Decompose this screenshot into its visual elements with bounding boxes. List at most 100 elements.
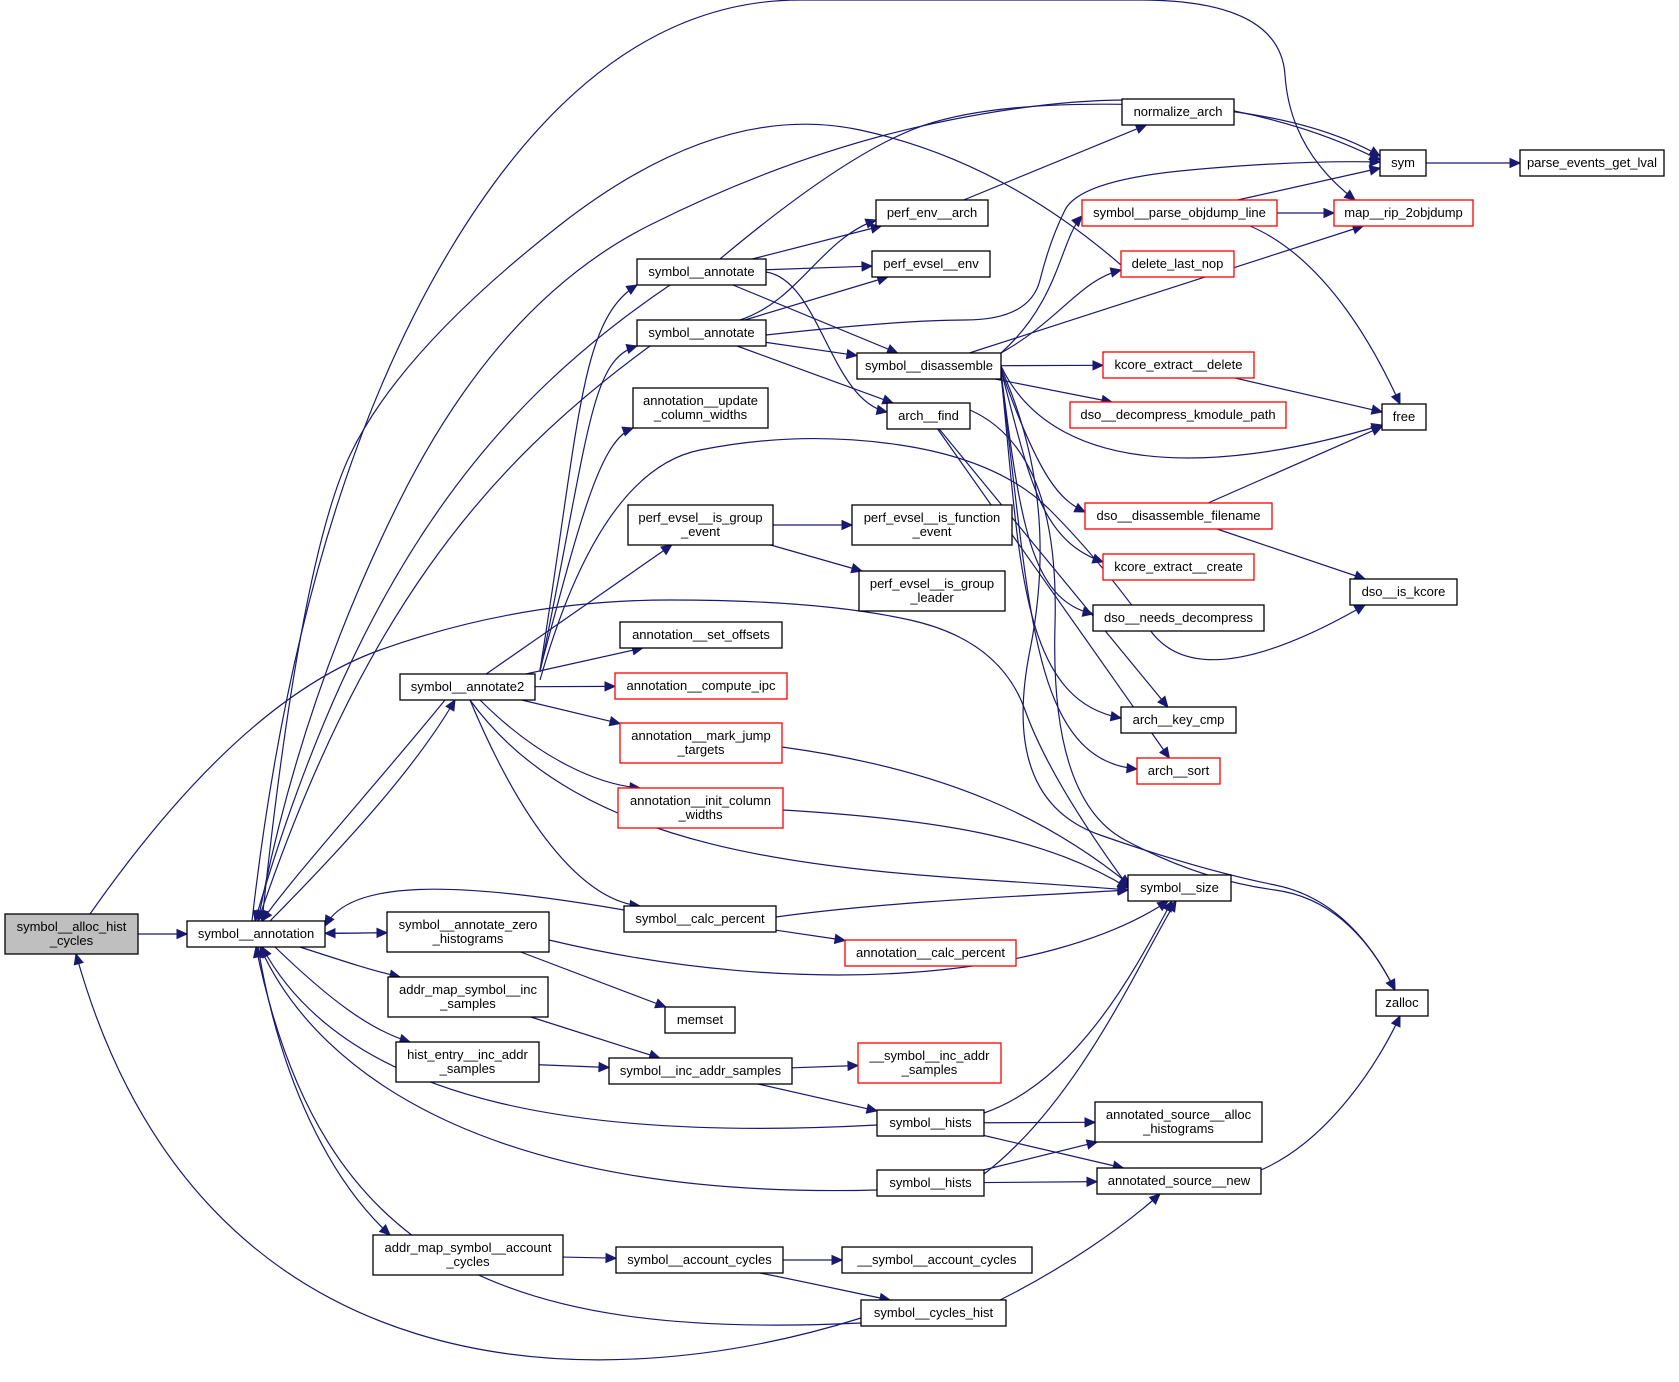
graph-node-perf-evsel-is-function-event[interactable]: perf_evsel__is_function_event bbox=[851, 504, 1013, 546]
graph-node-symbol-annotate[interactable]: symbol__annotate bbox=[636, 319, 767, 347]
node-box[interactable] bbox=[619, 722, 783, 764]
node-box[interactable] bbox=[1127, 874, 1232, 902]
node-box[interactable] bbox=[399, 673, 536, 701]
graph-node-parse-events-get-lval[interactable]: parse_events_get_lval bbox=[1519, 149, 1665, 177]
node-box[interactable] bbox=[841, 1246, 1033, 1274]
graph-node-annotation-update-column-widths[interactable]: annotation__update_column_widths bbox=[632, 387, 769, 429]
graph-node-annotation-set-offsets[interactable]: annotation__set_offsets bbox=[619, 621, 783, 649]
graph-node-perf-evsel-env[interactable]: perf_evsel__env bbox=[871, 250, 991, 278]
graph-node-symbol-hists[interactable]: symbol__hists bbox=[876, 1109, 985, 1137]
graph-node-annotation-calc-percent[interactable]: annotation__calc_percent bbox=[844, 939, 1017, 967]
graph-node-symbol-annotate-zero-histograms[interactable]: symbol__annotate_zero_histograms bbox=[386, 911, 550, 953]
node-box[interactable] bbox=[623, 905, 777, 933]
graph-node-sym[interactable]: sym bbox=[1379, 149, 1427, 177]
node-box[interactable] bbox=[1081, 199, 1278, 227]
graph-node-symbol-cycles-hist[interactable]: symbol__cycles_hist bbox=[860, 1299, 1007, 1327]
node-box[interactable] bbox=[856, 352, 1002, 380]
graph-node-annotation-compute-ipc[interactable]: annotation__compute_ipc bbox=[614, 672, 788, 700]
node-box[interactable] bbox=[664, 1006, 736, 1034]
graph-node-symbol-inc-addr-samples[interactable]: __symbol__inc_addr_samples bbox=[857, 1042, 1002, 1084]
graph-node-arch-sort[interactable]: arch__sort bbox=[1136, 757, 1221, 785]
graph-node-arch-find[interactable]: arch__find bbox=[886, 402, 971, 430]
graph-node-free[interactable]: free bbox=[1381, 403, 1427, 431]
graph-node-annotated-source-alloc-histograms[interactable]: annotated_source__alloc_histograms bbox=[1094, 1101, 1263, 1143]
node-box[interactable] bbox=[186, 920, 326, 948]
graph-node-symbol-calc-percent[interactable]: symbol__calc_percent bbox=[623, 905, 777, 933]
graph-node-addr-map-symbol-inc-samples[interactable]: addr_map_symbol__inc_samples bbox=[387, 976, 549, 1018]
node-box[interactable] bbox=[1349, 578, 1458, 606]
node-box[interactable] bbox=[636, 258, 767, 286]
graph-node-addr-map-symbol-account-cycles[interactable]: addr_map_symbol__account_cycles bbox=[372, 1234, 564, 1276]
graph-node-symbol-account-cycles[interactable]: __symbol__account_cycles bbox=[841, 1246, 1033, 1274]
graph-node-hist-entry-inc-addr-samples[interactable]: hist_entry__inc_addr_samples bbox=[395, 1041, 540, 1083]
node-box[interactable] bbox=[860, 1299, 1007, 1327]
node-box[interactable] bbox=[1519, 149, 1665, 177]
graph-node-symbol-account-cycles[interactable]: symbol__account_cycles bbox=[615, 1246, 784, 1274]
graph-node-symbol-disassemble[interactable]: symbol__disassemble bbox=[856, 352, 1002, 380]
graph-node-symbol-annotate[interactable]: symbol__annotate bbox=[636, 258, 767, 286]
node-box[interactable] bbox=[1102, 351, 1255, 379]
graph-node-perf-env-arch[interactable]: perf_env__arch bbox=[875, 199, 989, 227]
graph-node-delete-last-nop[interactable]: delete_last_nop bbox=[1120, 250, 1235, 278]
node-box[interactable] bbox=[627, 504, 774, 546]
graph-node-map-rip-2objdump[interactable]: map__rip_2objdump bbox=[1333, 199, 1474, 227]
graph-node-kcore-extract-delete[interactable]: kcore_extract__delete bbox=[1102, 351, 1255, 379]
graph-node-symbol-hists[interactable]: symbol__hists bbox=[876, 1169, 985, 1197]
node-box[interactable] bbox=[614, 672, 788, 700]
graph-node-symbol-alloc-hist-cycles[interactable]: symbol__alloc_hist_cycles bbox=[4, 913, 139, 955]
node-box[interactable] bbox=[875, 199, 989, 227]
node-box[interactable] bbox=[851, 504, 1013, 546]
node-box[interactable] bbox=[858, 570, 1006, 612]
graph-node-annotated-source-new[interactable]: annotated_source__new bbox=[1096, 1167, 1262, 1195]
node-box[interactable] bbox=[1121, 98, 1235, 126]
node-box[interactable] bbox=[1069, 401, 1287, 429]
graph-node-symbol-parse-objdump-line[interactable]: symbol__parse_objdump_line bbox=[1081, 199, 1278, 227]
node-box[interactable] bbox=[636, 319, 767, 347]
node-box[interactable] bbox=[386, 911, 550, 953]
graph-node-symbol-inc-addr-samples[interactable]: symbol__inc_addr_samples bbox=[608, 1057, 793, 1085]
node-box[interactable] bbox=[844, 939, 1017, 967]
graph-node-arch-key-cmp[interactable]: arch__key_cmp bbox=[1120, 706, 1237, 734]
graph-node-kcore-extract-create[interactable]: kcore_extract__create bbox=[1102, 553, 1255, 581]
node-box[interactable] bbox=[395, 1041, 540, 1083]
graph-node-annotation-init-column-widths[interactable]: annotation__init_column_widths bbox=[617, 787, 784, 829]
node-box[interactable] bbox=[372, 1234, 564, 1276]
node-box[interactable] bbox=[1092, 604, 1265, 632]
node-box[interactable] bbox=[632, 387, 769, 429]
node-box[interactable] bbox=[608, 1057, 793, 1085]
node-box[interactable] bbox=[876, 1109, 985, 1137]
node-box[interactable] bbox=[1379, 149, 1427, 177]
graph-node-symbol-annotate2[interactable]: symbol__annotate2 bbox=[399, 673, 536, 701]
node-box[interactable] bbox=[1120, 706, 1237, 734]
node-box[interactable] bbox=[1102, 553, 1255, 581]
graph-node-annotation-mark-jump-targets[interactable]: annotation__mark_jump_targets bbox=[619, 722, 783, 764]
node-box[interactable] bbox=[1096, 1167, 1262, 1195]
graph-node-dso-is-kcore[interactable]: dso__is_kcore bbox=[1349, 578, 1458, 606]
node-box[interactable] bbox=[1375, 989, 1429, 1017]
node-box[interactable] bbox=[1381, 403, 1427, 431]
node-box[interactable] bbox=[617, 787, 784, 829]
graph-node-perf-evsel-is-group-event[interactable]: perf_evsel__is_group_event bbox=[627, 504, 774, 546]
graph-node-perf-evsel-is-group-leader[interactable]: perf_evsel__is_group_leader bbox=[858, 570, 1006, 612]
node-box[interactable] bbox=[1136, 757, 1221, 785]
node-box[interactable] bbox=[619, 621, 783, 649]
graph-node-dso-needs-decompress[interactable]: dso__needs_decompress bbox=[1092, 604, 1265, 632]
graph-node-dso-decompress-kmodule-path[interactable]: dso__decompress_kmodule_path bbox=[1069, 401, 1287, 429]
graph-node-symbol-annotation[interactable]: symbol__annotation bbox=[186, 920, 326, 948]
node-box[interactable] bbox=[886, 402, 971, 430]
node-box[interactable] bbox=[387, 976, 549, 1018]
node-box[interactable] bbox=[871, 250, 991, 278]
graph-node-dso-disassemble-filename[interactable]: dso__disassemble_filename bbox=[1084, 502, 1273, 530]
graph-node-zalloc[interactable]: zalloc bbox=[1375, 989, 1429, 1017]
graph-node-normalize-arch[interactable]: normalize_arch bbox=[1121, 98, 1235, 126]
node-box[interactable] bbox=[876, 1169, 985, 1197]
node-box[interactable] bbox=[1084, 502, 1273, 530]
node-box[interactable] bbox=[857, 1042, 1002, 1084]
node-box[interactable] bbox=[1333, 199, 1474, 227]
node-box[interactable] bbox=[1094, 1101, 1263, 1143]
node-box[interactable] bbox=[1120, 250, 1235, 278]
node-box[interactable] bbox=[615, 1246, 784, 1274]
graph-node-memset[interactable]: memset bbox=[664, 1006, 736, 1034]
graph-node-symbol-size[interactable]: symbol__size bbox=[1127, 874, 1232, 902]
node-box[interactable] bbox=[4, 913, 139, 955]
